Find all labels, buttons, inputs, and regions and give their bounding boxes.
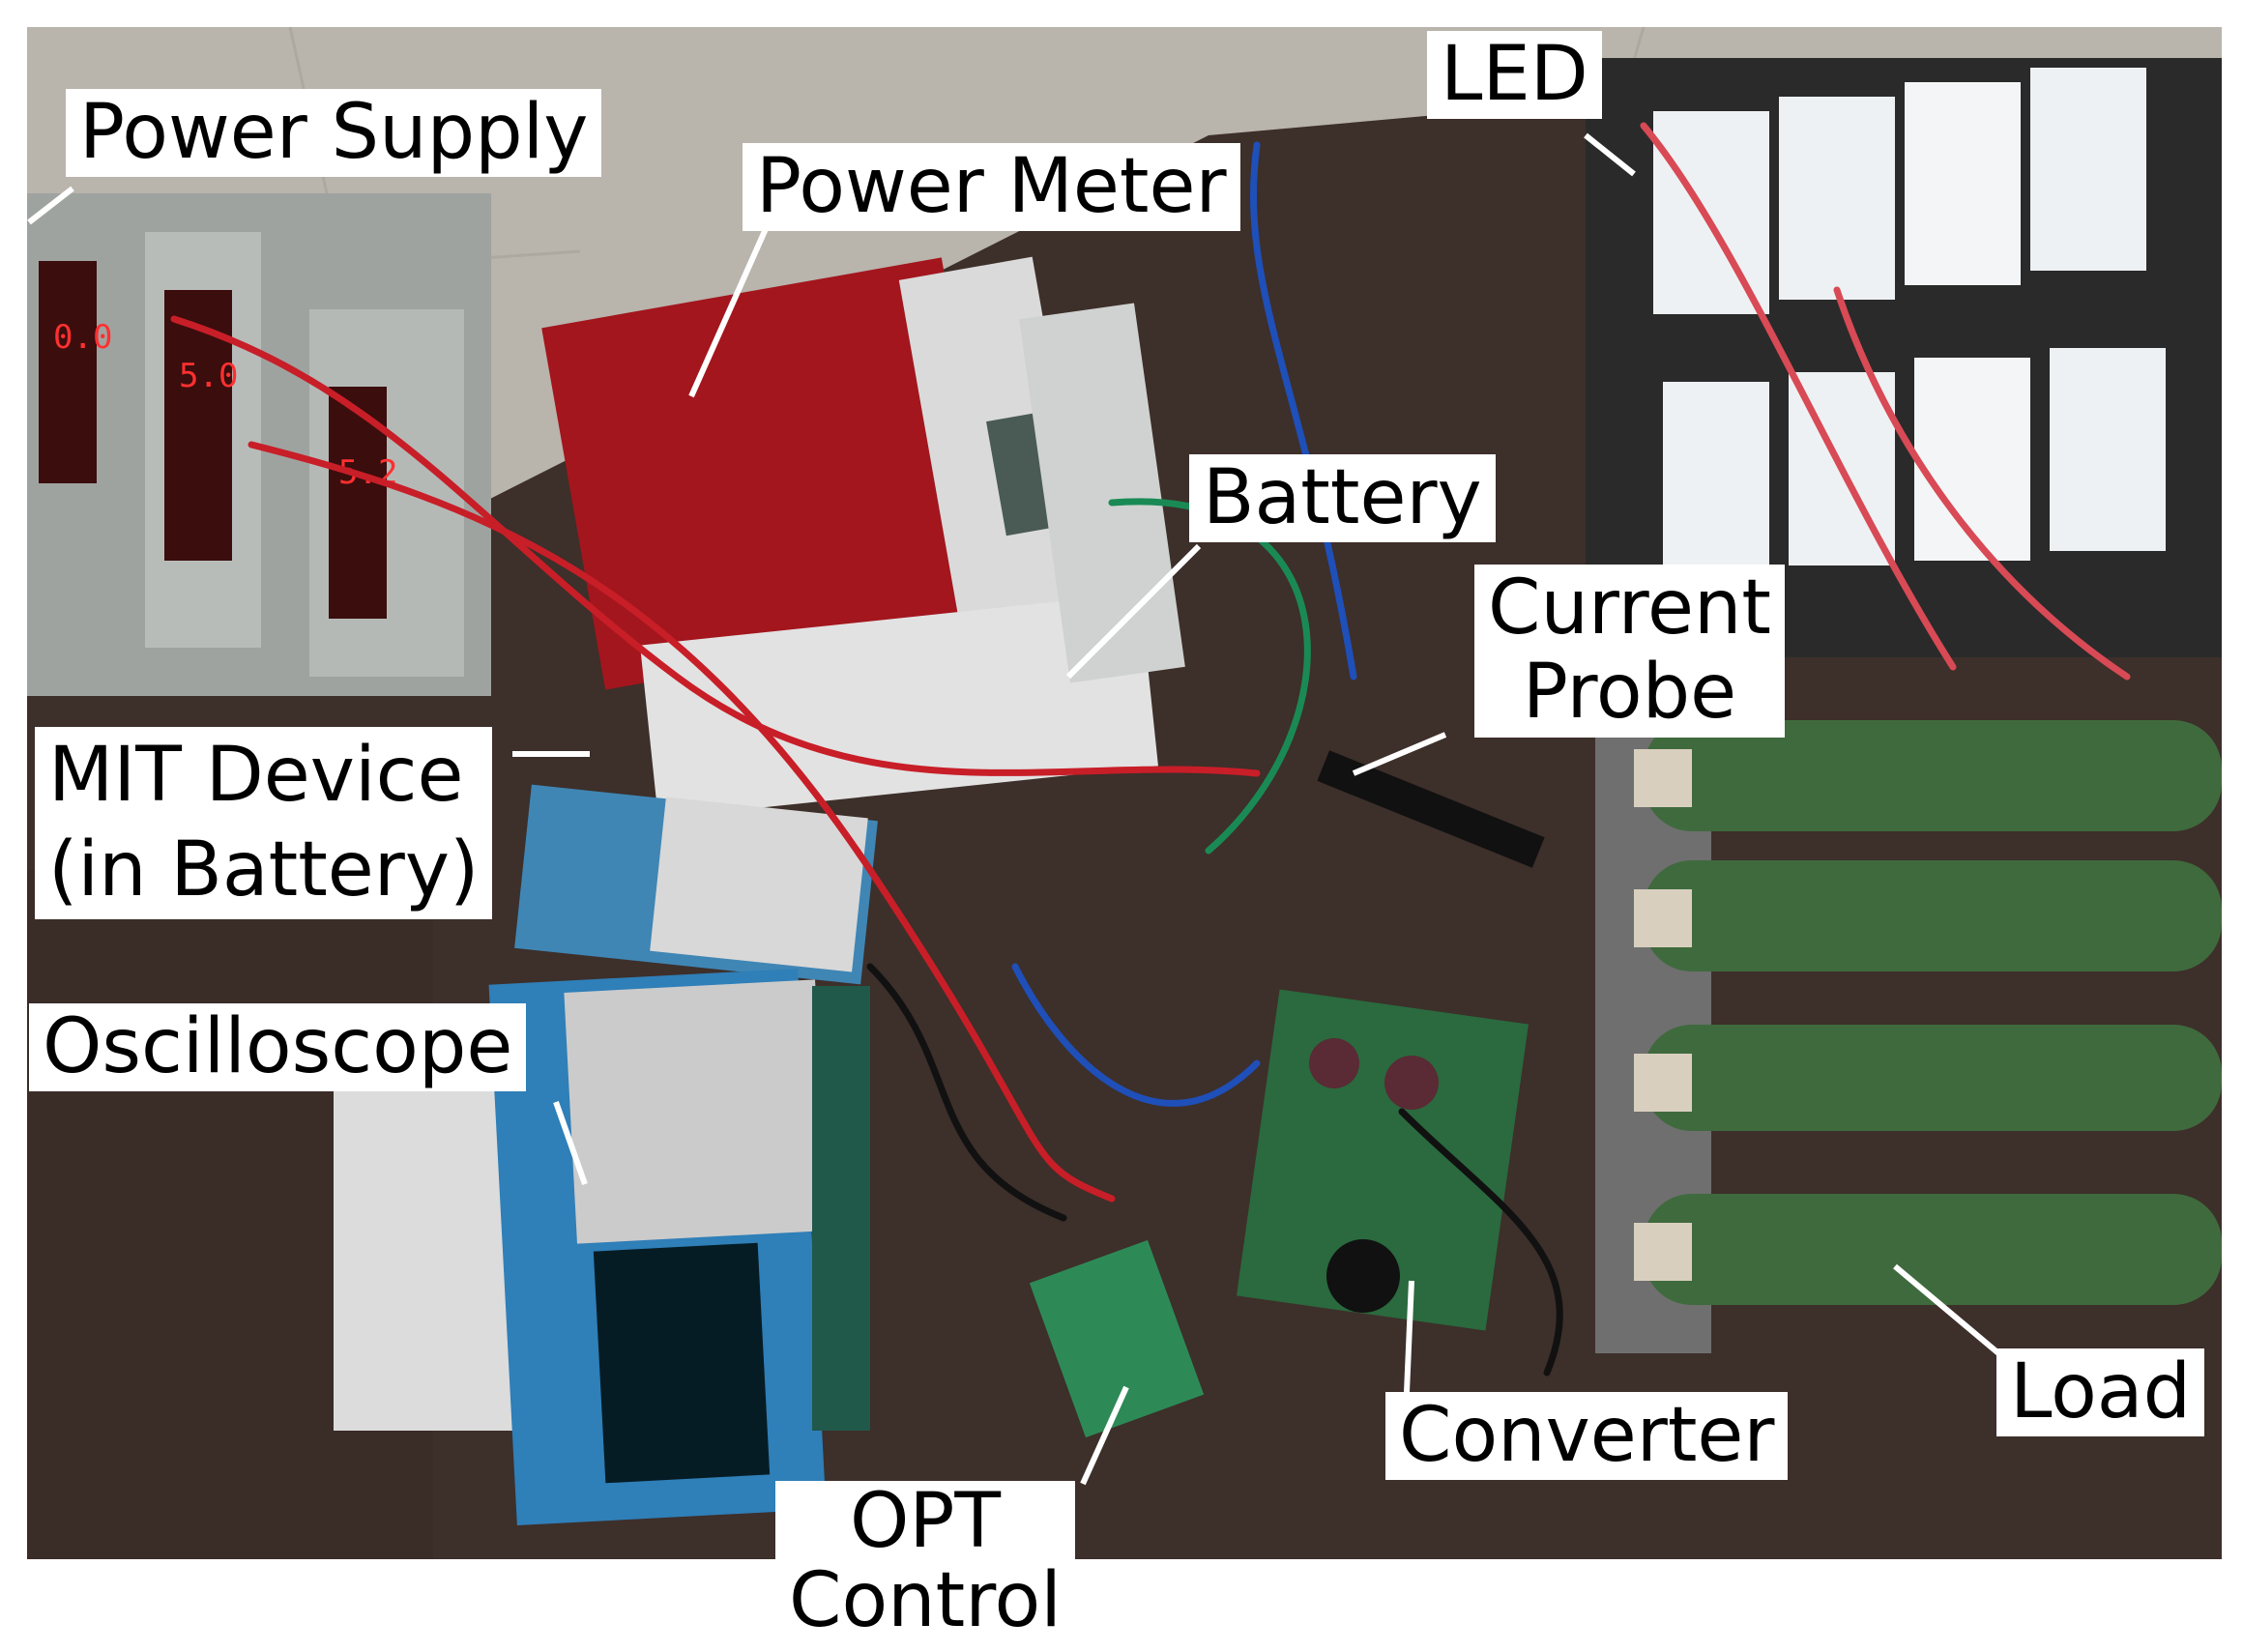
current-probe	[1317, 750, 1545, 868]
label-power-supply: Power Supply	[66, 89, 602, 178]
label-led: LED	[1427, 31, 1602, 120]
battery	[640, 593, 1158, 819]
load-resistors	[1595, 720, 2222, 1353]
label-current-probe: Current Probe	[1474, 565, 1785, 738]
svg-text:0.0: 0.0	[53, 318, 112, 357]
label-converter: Converter	[1385, 1392, 1789, 1481]
label-oscilloscope: Oscilloscope	[29, 1003, 527, 1092]
label-mit-device: MIT Device (in Battery)	[35, 727, 493, 919]
svg-text:5.0: 5.0	[179, 357, 238, 395]
label-opt-control-line2: Control	[789, 1556, 1062, 1644]
leader-lines	[27, 132, 2018, 1486]
label-battery: Battery	[1189, 454, 1496, 543]
label-mit-device-line2: (in Battery)	[48, 826, 480, 913]
label-current-probe-line1: Current	[1488, 565, 1771, 652]
led-panel	[1586, 58, 2222, 657]
label-load: Load	[1996, 1348, 2205, 1437]
oscilloscope	[334, 969, 870, 1525]
label-power-meter: Power Meter	[743, 143, 1240, 232]
label-opt-control-line1: OPT	[849, 1478, 1002, 1565]
label-opt-control: OPT Control	[775, 1481, 1075, 1643]
converter-board	[1236, 989, 1529, 1331]
opt-control-board	[1029, 1239, 1205, 1438]
label-mit-device-line1: MIT Device	[48, 732, 464, 819]
label-current-probe-line2: Probe	[1522, 649, 1737, 737]
